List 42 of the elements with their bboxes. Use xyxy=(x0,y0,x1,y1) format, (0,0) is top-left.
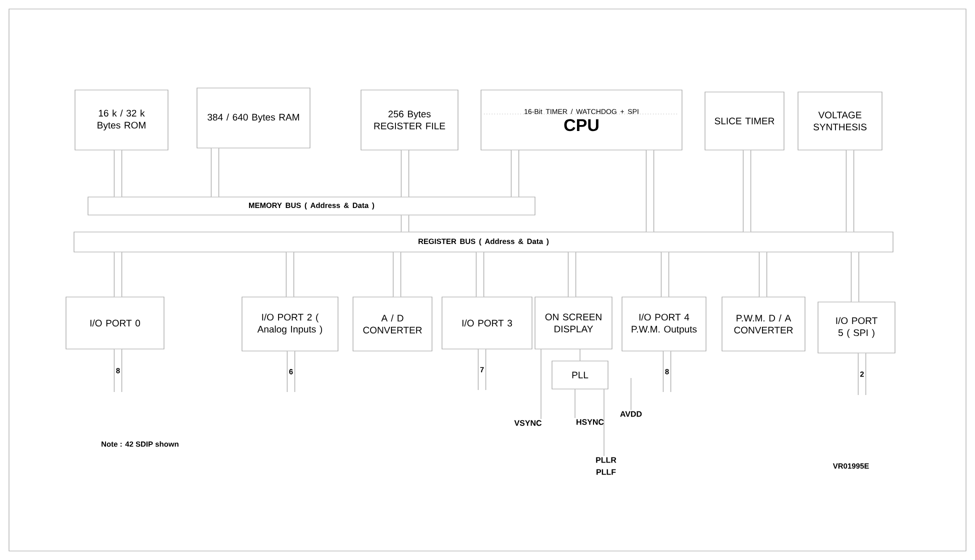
block-box: PLL xyxy=(552,360,608,390)
block-box: P.W.M. D / A CONVERTER xyxy=(722,296,806,352)
block-box: 16 k / 32 k Bytes ROM xyxy=(74,90,168,150)
block-box: 256 Bytes REGISTER FILE xyxy=(360,90,458,150)
bus-connector xyxy=(846,150,854,232)
block-box: I/O PORT 3 xyxy=(442,296,532,350)
bus-connector xyxy=(660,252,670,297)
block-box: ON SCREEN DISPLAY xyxy=(534,296,612,350)
bus-connector xyxy=(858,353,866,395)
signal-label: HSYNC xyxy=(576,419,604,425)
bus-connector xyxy=(286,252,294,297)
bus-connector xyxy=(510,150,520,197)
bus-connector xyxy=(662,351,672,392)
signal-label: AVDD xyxy=(620,411,642,417)
bus-connector xyxy=(114,150,122,197)
signal-label: VSYNC xyxy=(514,420,542,426)
bus-connector xyxy=(286,351,296,392)
block-box: I/O PORT 5 ( SPI ) xyxy=(818,302,896,354)
bus-connector xyxy=(476,252,484,297)
bus-connector xyxy=(400,150,410,197)
bus-connector xyxy=(850,252,860,302)
bus-connector xyxy=(114,252,122,297)
bus-connector xyxy=(392,252,402,297)
bus-connector xyxy=(114,349,122,392)
block-box: VOLTAGE SYNTHESIS xyxy=(798,92,882,150)
block-box: I/O PORT 0 xyxy=(66,296,164,350)
signal-line xyxy=(574,389,576,418)
bus-connector xyxy=(210,148,220,197)
block-box: A / D CONVERTER xyxy=(352,296,432,352)
bus-connector xyxy=(400,215,410,232)
signal-line xyxy=(540,349,542,420)
bus-connector xyxy=(758,252,768,297)
signal-label: PLLR PLLF xyxy=(596,457,616,475)
bus-connector xyxy=(568,252,576,297)
block-box: I/O PORT 2 ( Analog Inputs ) xyxy=(242,296,338,352)
bus-connector xyxy=(478,349,486,390)
block-box: I/O PORT 4 P.W.M. Outputs xyxy=(622,296,706,352)
signal-line xyxy=(630,378,632,410)
bus-connector xyxy=(742,150,752,232)
bus-connector xyxy=(646,150,654,232)
block-box: SLICE TIMER xyxy=(704,92,784,150)
block-box: 384 / 640 Bytes RAM xyxy=(196,88,310,148)
